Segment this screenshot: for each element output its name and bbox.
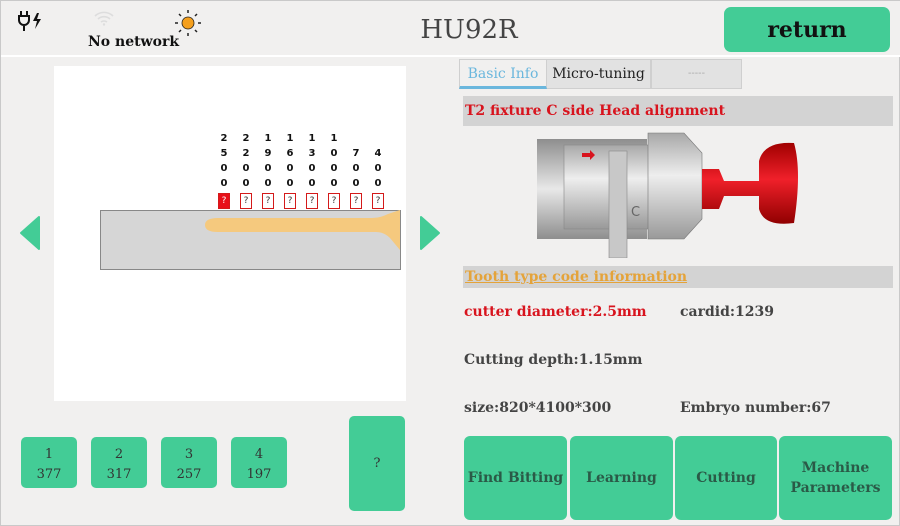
cut-position-marker[interactable]: ? (284, 193, 296, 209)
tooth-info-title: Tooth type code information (463, 266, 893, 288)
cutter-diameter: cutter diameter:2.5mm (464, 304, 647, 320)
depth-value: 197 (246, 467, 272, 482)
code-digit: 0 (286, 163, 294, 174)
code-digit: 0 (264, 178, 272, 189)
fixture-c-label: C (631, 205, 640, 220)
code-column: 7 0 0 (349, 131, 363, 191)
code-digit: 0 (308, 178, 316, 189)
fixture-image: C (537, 132, 798, 258)
depth-number: 2 (114, 447, 124, 462)
machine-line2: Parameters (790, 480, 881, 496)
code-digit: 0 (286, 178, 294, 189)
key-blade-diagram (100, 210, 401, 270)
cut-position-marker[interactable]: ? (240, 193, 252, 209)
wifi-icon (94, 11, 114, 26)
code-digit: 2 (242, 148, 250, 159)
code-digit: 0 (242, 178, 250, 189)
code-digit (349, 131, 363, 146)
code-digit: 0 (264, 163, 272, 174)
triangle-left-icon[interactable] (19, 215, 41, 251)
code-digit: 0 (220, 163, 228, 174)
cut-position-marker[interactable]: ? (350, 193, 362, 209)
cutting-depth: Cutting depth:1.15mm (464, 352, 643, 368)
cut-position-marker[interactable]: ? (306, 193, 318, 209)
code-digit: 9 (264, 148, 272, 159)
code-digit: 0 (308, 163, 316, 174)
triangle-right-icon[interactable] (419, 215, 441, 251)
tab-micro-tuning[interactable]: Micro-tuning (547, 59, 651, 89)
code-digit: 1 (286, 133, 294, 144)
code-digit: 0 (330, 148, 338, 159)
network-status: No network (88, 34, 180, 50)
code-digit: 0 (242, 163, 250, 174)
code-digit: 0 (352, 163, 360, 174)
find-bitting-button[interactable]: Find Bitting (464, 436, 567, 520)
depth-value: 377 (36, 467, 62, 482)
code-column: 1 3 0 0 (305, 131, 319, 191)
cut-position-marker[interactable]: ? (262, 193, 274, 209)
depth-number: 3 (184, 447, 194, 462)
size: size:820*4100*300 (464, 400, 612, 416)
embryo-number: Embryo number:67 (680, 400, 831, 416)
code-column: 2 5 0 0 (217, 131, 231, 191)
code-digit: 0 (352, 178, 360, 189)
plug-lightning-icon (18, 11, 41, 31)
unknown-depth-button[interactable]: ? (349, 416, 405, 511)
code-column: 4 0 0 (371, 131, 385, 191)
cutting-button[interactable]: Cutting (675, 436, 777, 520)
page-title: HU92R (420, 15, 518, 45)
machine-line1: Machine (801, 460, 870, 476)
return-button[interactable]: return (724, 7, 890, 52)
cut-position-marker[interactable]: ? (372, 193, 384, 209)
code-digit: 5 (220, 148, 228, 159)
code-digit (371, 131, 385, 146)
sun-icon[interactable] (174, 9, 202, 37)
code-column: 2 2 0 0 (239, 131, 253, 191)
tab-basic-info[interactable]: Basic Info (459, 59, 547, 89)
code-digit: 7 (352, 148, 360, 159)
code-digit: 4 (374, 148, 382, 159)
code-digit: 0 (330, 163, 338, 174)
cardid: cardid:1239 (680, 304, 775, 320)
code-digit: 0 (220, 178, 228, 189)
code-digit: 1 (264, 133, 272, 144)
depth-value: 317 (106, 467, 132, 482)
code-digit: 1 (308, 133, 316, 144)
fixture-title: T2 fixture C side Head alignment (463, 96, 893, 126)
code-column: 1 0 0 0 (327, 131, 341, 191)
code-digit: 6 (286, 148, 294, 159)
machine-parameters-button[interactable]: Machine Parameters (779, 436, 892, 520)
code-digit: 3 (308, 148, 316, 159)
cut-position-marker[interactable]: ? (218, 193, 230, 209)
cut-position-marker[interactable]: ? (328, 193, 340, 209)
depth-number: 1 (44, 447, 54, 462)
code-digit: 2 (220, 133, 228, 144)
code-digit: 0 (330, 178, 338, 189)
code-digit: 0 (374, 178, 382, 189)
learning-button[interactable]: Learning (570, 436, 673, 520)
code-digit: 2 (242, 133, 250, 144)
code-digit: 1 (330, 133, 338, 144)
code-digit: 0 (374, 163, 382, 174)
tab-placeholder[interactable]: ----- (651, 59, 742, 89)
status-bar: No network HU92R return (1, 1, 900, 57)
depth-number: 4 (254, 447, 264, 462)
depth-value: 257 (176, 467, 202, 482)
